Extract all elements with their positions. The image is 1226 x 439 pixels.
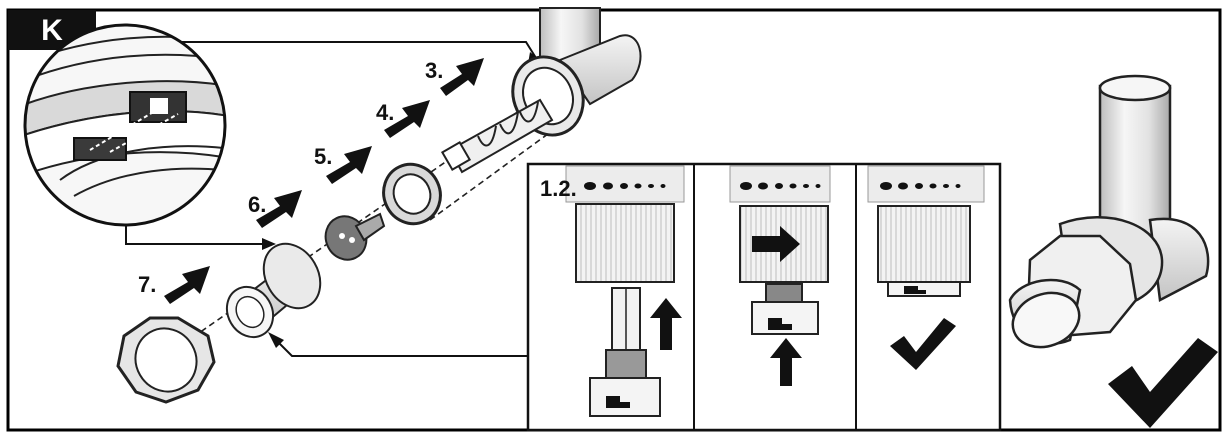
magnifier-inset: [23, 23, 227, 227]
ring-nut: [116, 316, 216, 404]
arrow-step-7: [164, 266, 210, 304]
panel-connector-arrowhead: [268, 332, 284, 348]
substep-3: [867, 165, 985, 370]
alignment-dots: [584, 182, 666, 190]
panel-connector: [275, 339, 528, 357]
spacer-ring: [382, 162, 442, 226]
arrow-up-1: [650, 298, 682, 350]
substep-1: [565, 165, 685, 417]
drum-holder: [225, 242, 322, 339]
step-label-7: 7.: [138, 272, 156, 297]
arrow-up-2: [770, 338, 802, 386]
arrow-step-4: [384, 100, 430, 138]
arrow-step-6: [256, 190, 302, 228]
checkmark-icon: [890, 318, 956, 370]
substep-2: [729, 165, 831, 386]
arrow-step-5: [326, 146, 372, 184]
arrow-step-3: [440, 58, 484, 96]
step-label-3: 3.: [425, 58, 443, 83]
connector-arrowhead-bottom: [262, 238, 276, 250]
arrow-right-2: [752, 226, 800, 262]
step-label-6: 6.: [248, 192, 266, 217]
panel-letter: K: [41, 14, 63, 47]
step-arrows: [164, 58, 484, 304]
large-checkmark-icon: [1108, 338, 1218, 428]
step-label-5: 5.: [314, 144, 332, 169]
assembled-attachment: [1008, 74, 1218, 428]
cutter-knob: [324, 212, 386, 261]
magnifier-connector-bottom: [125, 222, 266, 245]
magnifier-connector-top: [172, 41, 537, 59]
step-label-4: 4.: [376, 100, 394, 125]
feed-screw: [440, 98, 554, 174]
substep-label: 1.2.: [540, 176, 577, 201]
